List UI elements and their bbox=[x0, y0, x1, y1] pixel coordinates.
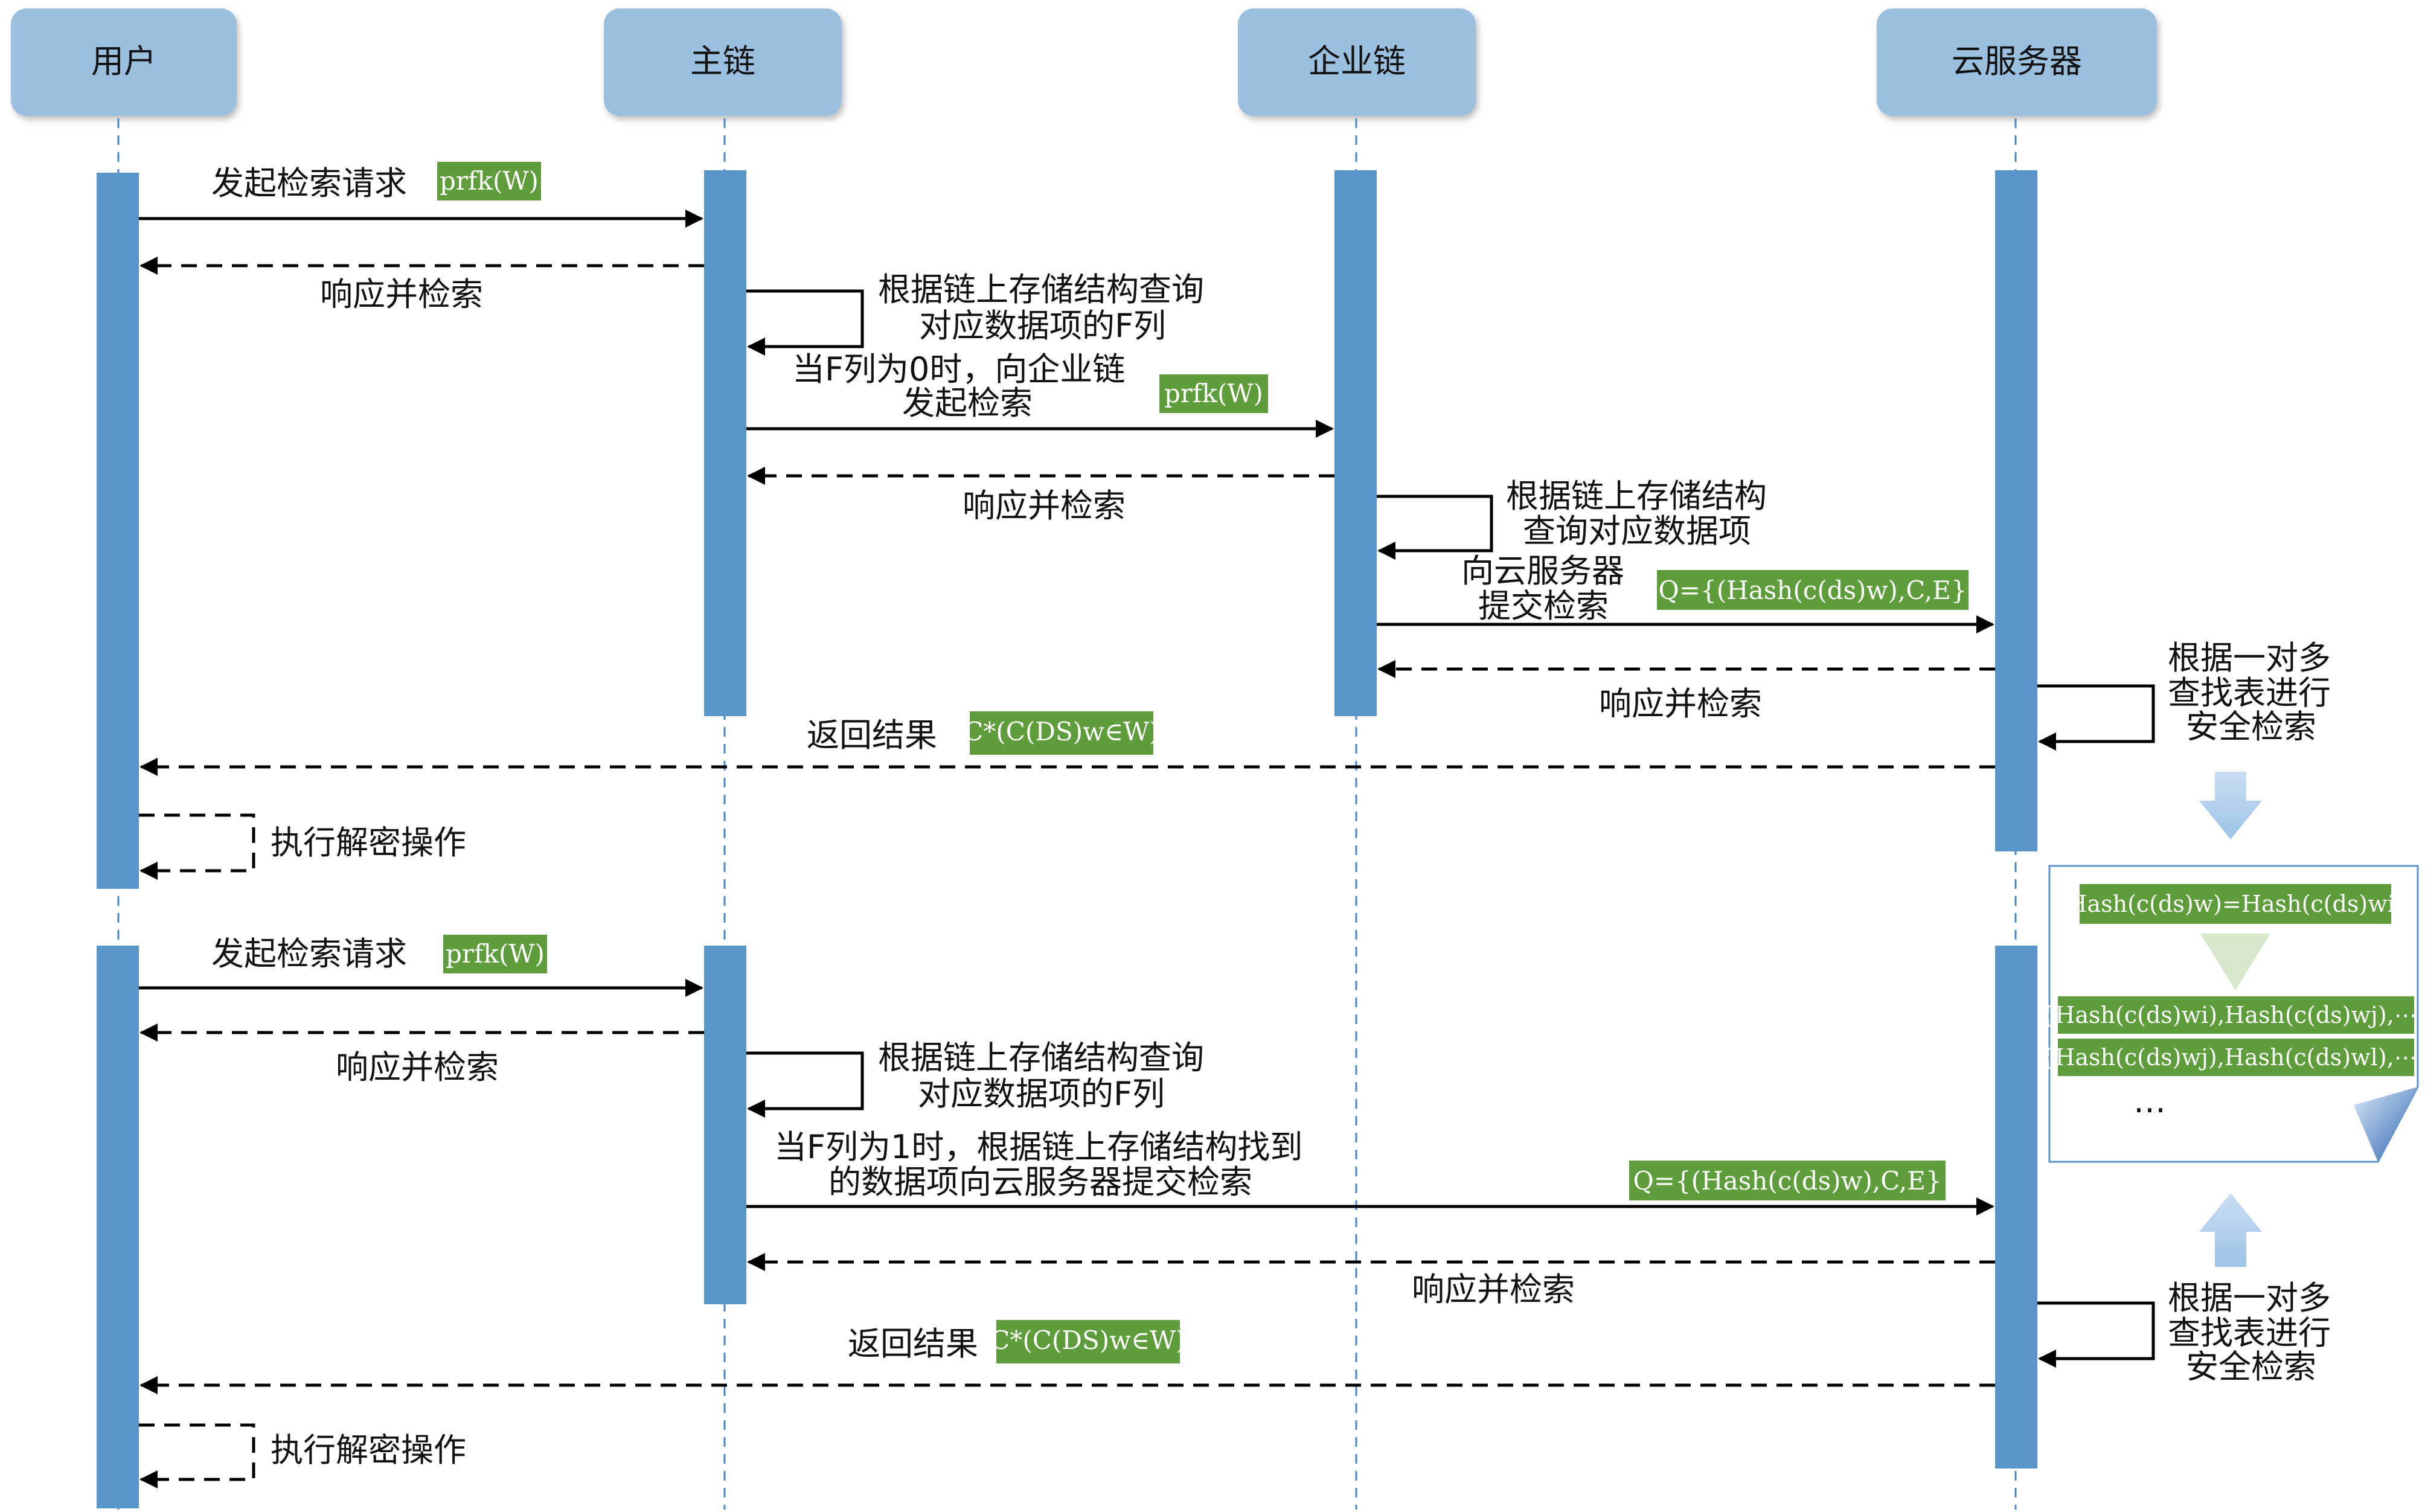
label-s1-to-ent-2: 发起检索 bbox=[902, 384, 1033, 422]
label-s2-to-cloud-1: 当F列为1时，根据链上存储结构找到 bbox=[774, 1128, 1302, 1166]
label-s1-send: 发起检索请求 bbox=[211, 164, 407, 202]
up-arrow-graphic bbox=[2199, 1193, 2262, 1267]
arrow-s1-cloud-self bbox=[2037, 684, 2155, 751]
label-s2-resp-cloud: 响应并检索 bbox=[1412, 1270, 1575, 1309]
label-s1-self-ent-1: 根据链上存储结构 bbox=[1506, 477, 1767, 515]
actor-main-chain: 主链 bbox=[604, 8, 842, 116]
actor-cloud-server: 云服务器 bbox=[1877, 8, 2157, 116]
activation-cloud-1 bbox=[1995, 170, 2037, 851]
label-s2-cloud-self-1: 根据一对多 bbox=[2168, 1279, 2331, 1317]
label-s2-cloud-self-3: 安全检索 bbox=[2186, 1348, 2316, 1386]
actor-main-chain-label: 主链 bbox=[690, 42, 755, 80]
svg-text:Hash(c(ds)w)=Hash(c(ds)wi): Hash(c(ds)w)=Hash(c(ds)wi) bbox=[2067, 891, 2403, 917]
actor-enterprise-chain-label: 企业链 bbox=[1308, 42, 1406, 80]
svg-text:prfk(W): prfk(W) bbox=[1164, 379, 1263, 408]
lookup-ellipsis: … bbox=[2133, 1082, 2166, 1120]
label-s2-resp-main: 响应并检索 bbox=[336, 1048, 499, 1086]
down-arrow-graphic bbox=[2199, 772, 2262, 839]
label-s1-resp-cloud: 响应并检索 bbox=[1599, 685, 1762, 723]
tag-q-2: Q={(Hash(c(ds)w),C,E} bbox=[1629, 1161, 1946, 1200]
svg-text:prfk(W): prfk(W) bbox=[446, 939, 545, 969]
activation-user-2 bbox=[97, 946, 139, 1508]
label-s1-to-ent-1: 当F列为0时，向企业链 bbox=[792, 350, 1125, 388]
svg-text:C*(C(DS)w∈W): C*(C(DS)w∈W) bbox=[990, 1325, 1185, 1355]
svg-text:{Hash(c(ds)wi),Hash(c(ds)wj),⋯: {Hash(c(ds)wi),Hash(c(ds)wj),⋯} bbox=[2040, 1002, 2425, 1028]
lookup-down-arrow-icon bbox=[2200, 934, 2270, 990]
label-s1-cloud-self-2: 查找表进行 bbox=[2168, 674, 2331, 712]
label-s1-decrypt: 执行解密操作 bbox=[271, 824, 466, 862]
svg-text:Q={(Hash(c(ds)w),C,E}: Q={(Hash(c(ds)w),C,E} bbox=[1658, 575, 1967, 605]
lookup-row-2: {Hash(c(ds)wi),Hash(c(ds)wj),⋯} bbox=[2040, 996, 2425, 1034]
label-s2-return: 返回结果 bbox=[848, 1325, 978, 1363]
label-s2-to-cloud-2: 的数据项向云服务器提交检索 bbox=[828, 1163, 1252, 1201]
tag-c-2: C*(C(DS)w∈W) bbox=[990, 1320, 1186, 1363]
tag-prf-1: prfk(W) bbox=[437, 162, 541, 200]
label-s1-to-cloud-2: 提交检索 bbox=[1478, 587, 1609, 625]
actor-enterprise-chain: 企业链 bbox=[1238, 8, 1476, 116]
tag-prf-2: prfk(W) bbox=[1159, 374, 1268, 413]
tag-q-1: Q={(Hash(c(ds)w),C,E} bbox=[1657, 570, 1969, 610]
label-s2-cloud-self-2: 查找表进行 bbox=[2168, 1314, 2331, 1352]
activation-main-2 bbox=[704, 946, 746, 1304]
label-s1-self-ent-2: 查询对应数据项 bbox=[1523, 512, 1751, 550]
lookup-table-card: Hash(c(ds)w)=Hash(c(ds)wi) {Hash(c(ds)wi… bbox=[2040, 865, 2425, 1163]
arrow-s1-self-main bbox=[746, 289, 864, 356]
label-s2-self-main-2: 对应数据项的F列 bbox=[918, 1075, 1165, 1113]
actor-user: 用户 bbox=[11, 8, 237, 116]
arrow-s2-decrypt bbox=[139, 1423, 255, 1488]
lookup-row-3: {Hash(c(ds)wj),Hash(c(ds)wl),⋯} bbox=[2040, 1039, 2425, 1076]
arrow-s1-self-ent bbox=[1377, 495, 1493, 560]
arrow-s2-self-main bbox=[746, 1051, 864, 1118]
activation-cloud-2 bbox=[1995, 946, 2037, 1469]
svg-text:C*(C(DS)w∈W): C*(C(DS)w∈W) bbox=[964, 717, 1159, 746]
label-s2-self-main-1: 根据链上存储结构查询 bbox=[878, 1039, 1204, 1077]
actor-cloud-server-label: 云服务器 bbox=[1952, 42, 2082, 80]
arrow-s1-decrypt bbox=[139, 813, 255, 880]
svg-text:Q={(Hash(c(ds)w),C,E}: Q={(Hash(c(ds)w),C,E} bbox=[1633, 1166, 1941, 1196]
svg-text:prfk(W): prfk(W) bbox=[440, 166, 539, 196]
activation-enterprise-1 bbox=[1334, 170, 1377, 716]
label-s1-resp-ent: 响应并检索 bbox=[963, 487, 1126, 525]
tag-c-1: C*(C(DS)w∈W) bbox=[964, 711, 1159, 755]
activation-user-1 bbox=[97, 173, 139, 889]
label-s1-cloud-self-3: 安全检索 bbox=[2186, 708, 2316, 746]
label-s1-self-main-1: 根据链上存储结构查询 bbox=[878, 271, 1204, 309]
page-curl-icon bbox=[2354, 1087, 2418, 1162]
label-s1-to-cloud-1: 向云服务器 bbox=[1461, 552, 1624, 590]
lookup-row-1: Hash(c(ds)w)=Hash(c(ds)wi) bbox=[2067, 884, 2404, 924]
label-s1-cloud-self-1: 根据一对多 bbox=[2168, 639, 2331, 677]
label-s2-send: 发起检索请求 bbox=[211, 935, 407, 973]
tag-prf-3: prfk(W) bbox=[443, 935, 547, 973]
actor-user-label: 用户 bbox=[91, 42, 156, 80]
arrow-s2-cloud-self bbox=[2037, 1301, 2155, 1368]
label-s1-return: 返回结果 bbox=[807, 716, 937, 754]
label-s2-decrypt: 执行解密操作 bbox=[271, 1431, 466, 1469]
label-s1-self-main-2: 对应数据项的F列 bbox=[919, 307, 1166, 345]
svg-text:{Hash(c(ds)wj),Hash(c(ds)wl),⋯: {Hash(c(ds)wj),Hash(c(ds)wl),⋯} bbox=[2040, 1044, 2425, 1071]
label-s1-resp-main: 响应并检索 bbox=[320, 275, 483, 313]
activation-main-1 bbox=[704, 170, 746, 716]
